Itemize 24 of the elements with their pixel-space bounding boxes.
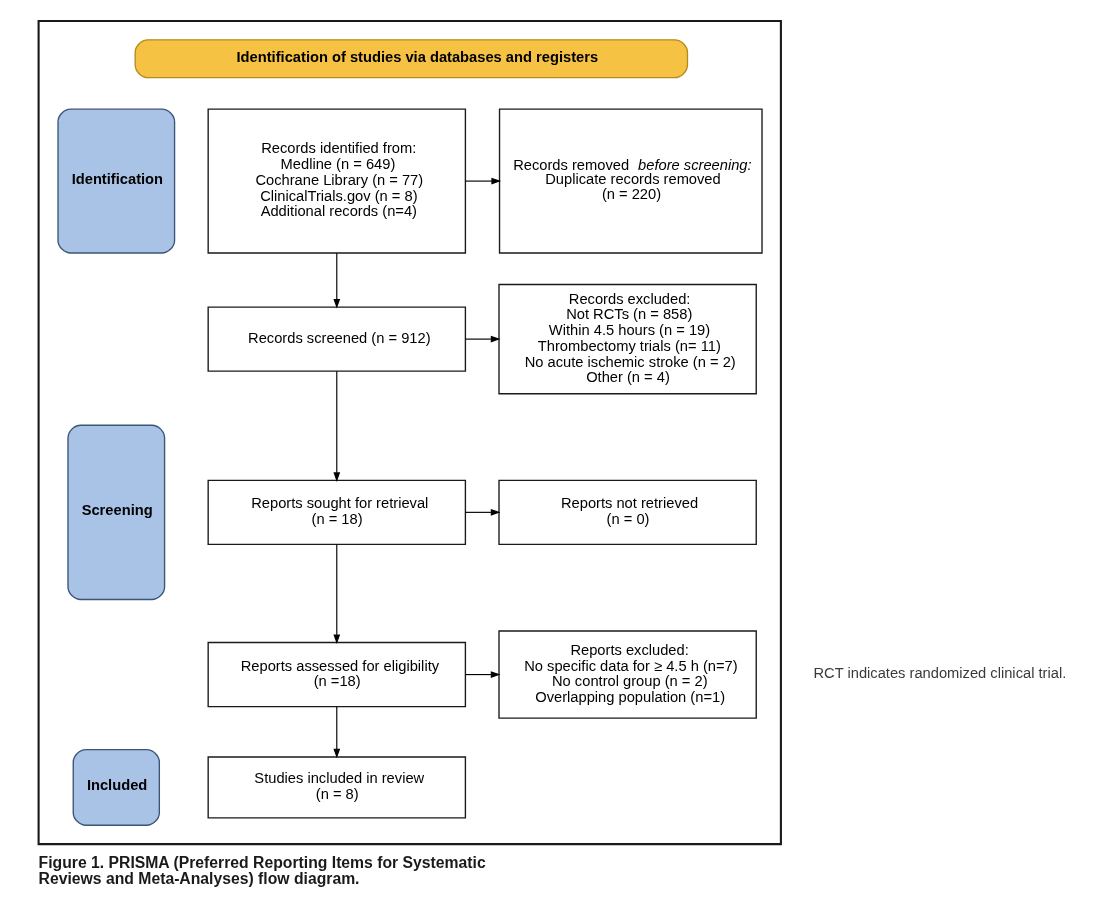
arrow xyxy=(464,177,502,185)
arrow xyxy=(464,335,501,343)
node-box: Included xyxy=(72,748,160,826)
node-box: Identification xyxy=(57,108,176,254)
arrow xyxy=(464,671,501,678)
arrow xyxy=(333,544,341,645)
node-box: Reports excluded: No specific data for ≥ 4.5 h (n=7) No control group (n = 2) Overlapping population (n=1) xyxy=(498,630,757,719)
node-box: Records excluded: Not RCTs (n = 858) Within 4.5 hours (n = 19) Thrombectomy trials (n= 11) No acute ischemic stroke (n = 2) Other (n = 4) xyxy=(498,283,757,395)
node-box: Records screened (n = 912) xyxy=(207,306,467,372)
node-box: Records removed before screening: Duplicate records removed (n = 220) xyxy=(498,108,763,254)
node-box: Reports assessed for eligibility (n =18) xyxy=(207,641,467,708)
arrow xyxy=(333,252,341,309)
node-box: Studies included in review (n = 8) xyxy=(207,756,467,819)
node-box: Screening xyxy=(67,424,166,601)
arrow xyxy=(333,706,341,759)
node-box: Records identified from: Medline (n = 649) Cochrane Library (n = 77) ClinicalTrials.gov (n = 8) Additional records (n=4) xyxy=(207,108,467,254)
caption: Figure 1. PRISMA (Preferred Reporting Items for Systematic Reviews and Meta-Analyses) flow diagram. xyxy=(38,854,486,888)
arrow xyxy=(464,508,501,516)
node-box: Identification of studies via databases and registers xyxy=(134,39,689,79)
label: RCT indicates randomized clinical trial. xyxy=(813,665,1067,682)
cluster xyxy=(37,19,782,846)
node-box: Reports not retrieved (n = 0) xyxy=(498,479,757,546)
node-box: Reports sought for retrieval (n = 18) xyxy=(207,479,467,546)
arrow xyxy=(333,370,341,482)
